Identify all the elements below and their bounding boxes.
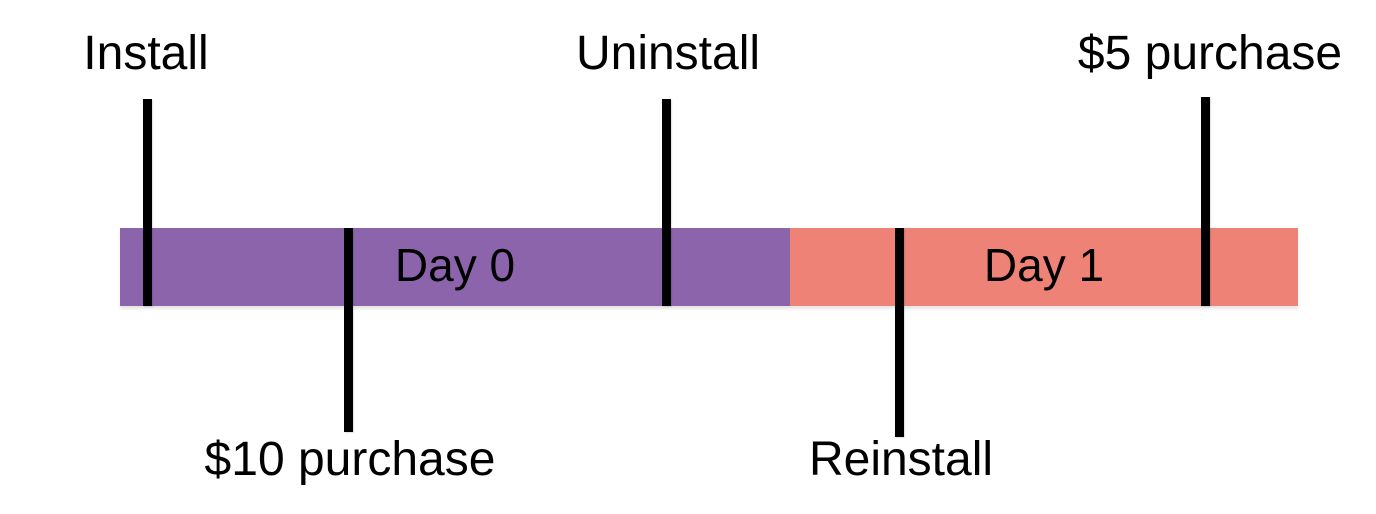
segment-label-day-0: Day 0 xyxy=(394,239,516,291)
event-tick-10-dollar-purchase xyxy=(344,228,353,432)
event-label-reinstall: Reinstall xyxy=(808,433,994,486)
event-label-install: Install xyxy=(83,27,209,80)
event-label-10-dollar-purchase: $10 purchase xyxy=(204,433,496,486)
event-tick-5-dollar-purchase xyxy=(1201,97,1210,306)
event-label-uninstall: Uninstall xyxy=(575,27,761,80)
event-tick-install xyxy=(143,99,152,306)
event-label-5-dollar-purchase: $5 purchase xyxy=(1077,27,1343,80)
timeline-bar: Day 0 Day 1 xyxy=(120,228,1298,306)
event-tick-uninstall xyxy=(662,99,671,306)
event-tick-reinstall xyxy=(895,228,904,437)
segment-day-0: Day 0 xyxy=(120,228,790,306)
segment-day-1: Day 1 xyxy=(790,228,1298,306)
segment-label-day-1: Day 1 xyxy=(983,239,1105,291)
